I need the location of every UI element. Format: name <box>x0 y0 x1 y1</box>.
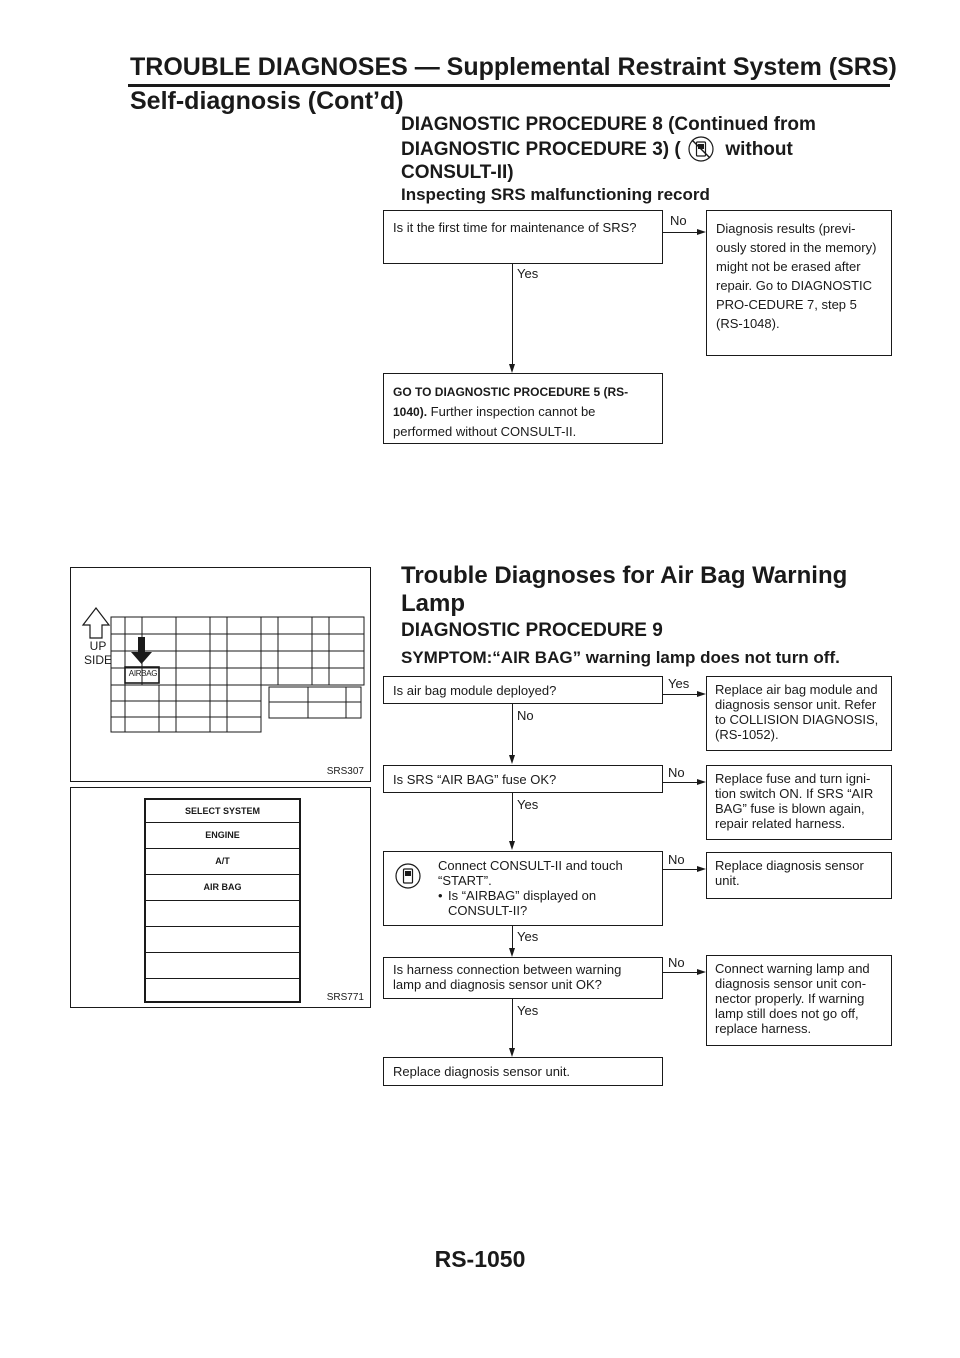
flow-step1-right-label: Yes <box>668 676 690 691</box>
arrow-down-icon <box>509 364 515 373</box>
flow-step3-bullet: Is “AIRBAG” displayed on CONSULT-II? <box>448 888 597 918</box>
proc8-no-label: No <box>670 213 687 228</box>
flow-step1-result: Replace air bag module and diagnosis sen… <box>715 682 879 742</box>
flow-step2-right-connector <box>663 782 697 783</box>
flow-step2-result: Replace fuse and turn igni-tion switch O… <box>715 771 874 831</box>
flow-step1-right-connector <box>663 694 697 695</box>
flow-step1: Is air bag module deployed? <box>393 683 557 698</box>
bullet-mark: • <box>438 888 443 903</box>
flow-step4-down-label: Yes <box>517 1003 539 1018</box>
figure1-caption: SRS307 <box>326 766 364 777</box>
flow-step5: Replace diagnosis sensor unit. <box>393 1064 571 1079</box>
flow-step3-down-connector <box>512 926 513 949</box>
select-system-row: ENGINE <box>146 823 299 849</box>
proc8-title-line-a: DIAGNOSTIC PROCEDURE 8 (Continued from <box>401 114 816 135</box>
flow-step3-box: Connect CONSULT-II and touch “START”. • … <box>383 851 663 926</box>
side-label: SIDE <box>83 653 112 667</box>
select-system-row <box>146 979 299 1001</box>
flow-step1-box: Is air bag module deployed? <box>383 676 663 704</box>
proc8-question: Is it the first time for maintenance of … <box>393 220 637 235</box>
fuse-block-figure: UP SIDE AIRBAG SRS307 <box>70 567 371 782</box>
page-number: RS-1050 <box>434 1246 526 1272</box>
proc8-result-box: GO TO DIAGNOSTIC PROCEDURE 5 (RS-1040). … <box>383 373 663 444</box>
flow-step3-right-connector <box>663 869 697 870</box>
header-subtitle: Self-diagnosis (Cont’d) <box>130 87 404 115</box>
flow-step2-down-label: Yes <box>517 797 539 812</box>
flow-step2-result-box: Replace fuse and turn igni-tion switch O… <box>706 765 892 840</box>
flow-step3-down-label: Yes <box>517 929 539 944</box>
proc8-title-b1: DIAGNOSTIC PROCEDURE 3) ( <box>401 139 681 160</box>
arrow-down-icon <box>509 1048 515 1057</box>
flow-step4: Is harness connection between warning la… <box>393 962 622 992</box>
proc8-no-result: Diagnosis results (previ-ously stored in… <box>716 221 877 331</box>
flow-step1-down-label: No <box>517 708 534 723</box>
figure2-caption: SRS771 <box>326 992 364 1003</box>
header-title: TROUBLE DIAGNOSES — Supplemental Restrai… <box>130 53 897 81</box>
arrow-right-icon <box>697 969 706 975</box>
proc8-subtitle: Inspecting SRS malfunctioning record <box>401 185 710 204</box>
arrow-right-icon <box>697 691 706 697</box>
flow-step2-box: Is SRS “AIR BAG” fuse OK? <box>383 765 663 793</box>
proc9-title: DIAGNOSTIC PROCEDURE 9 <box>401 620 663 641</box>
proc8-title-b2: without <box>725 139 793 160</box>
select-system-row <box>146 901 299 927</box>
proc8-result-rest: Further inspection cannot be performed w… <box>393 404 596 439</box>
up-label: UP <box>89 639 107 653</box>
arrow-right-icon <box>697 779 706 785</box>
flow-step4-box: Is harness connection between warning la… <box>383 957 663 999</box>
select-system-table: SELECT SYSTEM ENGINE A/T AIR BAG <box>144 798 301 1003</box>
flow-step3-line: Connect CONSULT-II and touch “START”. <box>438 858 623 888</box>
select-system-header: SELECT SYSTEM <box>146 800 299 823</box>
consult-screen-figure: SRS771 <box>70 787 371 1008</box>
flow-step5-box: Replace diagnosis sensor unit. <box>383 1057 663 1086</box>
proc8-title-line-b: DIAGNOSTIC PROCEDURE 3) ( without <box>401 136 816 162</box>
up-side-label: UP SIDE <box>80 639 116 667</box>
proc8-yes-connector <box>512 264 513 364</box>
arrow-right-icon <box>697 866 706 872</box>
flow-step2-down-connector <box>512 793 513 842</box>
flow-step4-result-box: Connect warning lamp and diagnosis senso… <box>706 955 892 1046</box>
arrow-down-icon <box>509 948 515 957</box>
flow-step3-result: Replace diagnosis sensor unit. <box>715 858 864 888</box>
down-arrow-icon <box>131 637 152 664</box>
header-rule <box>128 84 890 87</box>
select-system-row: AIR BAG <box>146 875 299 901</box>
flow-step2: Is SRS “AIR BAG” fuse OK? <box>393 772 557 787</box>
flow-step4-down-connector <box>512 999 513 1049</box>
airbag-fuse-label: AIRBAG <box>128 669 158 678</box>
proc8-no-result-box: Diagnosis results (previ-ously stored in… <box>706 210 892 356</box>
airbag-section-title: Trouble Diagnoses for Air Bag Warning La… <box>401 562 847 618</box>
flow-step1-result-box: Replace air bag module and diagnosis sen… <box>706 676 892 751</box>
select-system-row <box>146 927 299 953</box>
proc9-symptom: SYMPTOM:“AIR BAG” warning lamp does not … <box>401 648 840 667</box>
airbag-section-title-line2: Lamp <box>401 590 466 617</box>
proc8-result-bold: GO TO DIAGNOSTIC PROCEDURE 5 (RS-1040). <box>393 385 629 419</box>
select-system-row: A/T <box>146 849 299 875</box>
proc8-question-box: Is it the first time for maintenance of … <box>383 210 663 264</box>
select-system-row <box>146 953 299 979</box>
proc8-no-connector <box>663 232 697 233</box>
flow-step3-result-box: Replace diagnosis sensor unit. <box>706 852 892 899</box>
flow-step1-down-connector <box>512 704 513 756</box>
proc8-yes-label: Yes <box>517 266 539 281</box>
flow-step4-right-connector <box>663 972 697 973</box>
arrow-right-icon <box>697 229 706 235</box>
arrow-down-icon <box>509 755 515 764</box>
flow-step4-result: Connect warning lamp and diagnosis senso… <box>715 961 870 1036</box>
up-arrow-icon <box>81 607 111 639</box>
consult-ii-icon <box>395 863 421 889</box>
arrow-down-icon <box>509 841 515 850</box>
proc8-title: DIAGNOSTIC PROCEDURE 8 (Continued from D… <box>401 114 816 184</box>
airbag-section-title-line1: Trouble Diagnoses for Air Bag Warning <box>401 562 848 589</box>
proc8-title-line-c: CONSULT-II) <box>401 162 514 183</box>
flow-step2-right-label: No <box>668 765 685 780</box>
flow-step3-bullet-row: • Is “AIRBAG” displayed on CONSULT-II? <box>438 888 653 918</box>
flow-step4-right-label: No <box>668 955 685 970</box>
consult-ii-crossed-out-icon <box>688 136 714 162</box>
flow-step3-right-label: No <box>668 852 685 867</box>
